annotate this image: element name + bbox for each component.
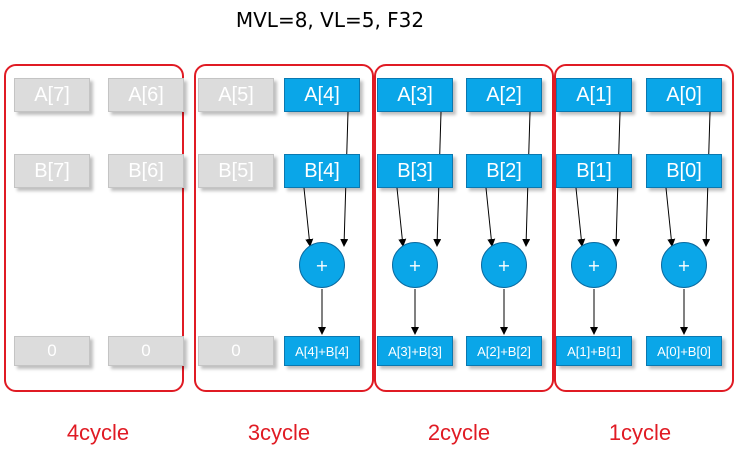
cycle-label: 4cycle <box>66 420 130 445</box>
a-element-cell: A[7] <box>14 78 90 112</box>
cycle-label: 3cycle <box>247 420 311 445</box>
diagram-title: MVL=8, VL=5, F32 <box>235 8 425 32</box>
cycle-label: 1cycle <box>608 420 672 445</box>
b-element-cell: B[6] <box>108 154 184 188</box>
result-cell: 0 <box>14 336 90 366</box>
adder-node: + <box>392 242 438 288</box>
a-element-cell: A[0] <box>646 78 722 112</box>
adder-node: + <box>299 242 345 288</box>
a-element-cell: A[3] <box>377 78 453 112</box>
result-cell: 0 <box>198 336 274 366</box>
result-cell: A[2]+B[2] <box>466 336 542 366</box>
b-element-cell: B[2] <box>466 154 542 188</box>
arrow-b-to-adder <box>303 187 314 247</box>
a-element-cell: A[4] <box>284 78 360 112</box>
adder-node: + <box>481 242 527 288</box>
arrow-b-to-adder <box>575 187 586 247</box>
adder-node: + <box>661 242 707 288</box>
b-element-cell: B[7] <box>14 154 90 188</box>
a-element-cell: A[5] <box>198 78 274 112</box>
a-element-cell: A[1] <box>556 78 632 112</box>
arrow-b-to-adder <box>485 187 496 247</box>
b-element-cell: B[3] <box>377 154 453 188</box>
cycle-group-box <box>4 64 184 392</box>
b-element-cell: B[4] <box>284 154 360 188</box>
b-element-cell: B[0] <box>646 154 722 188</box>
adder-node: + <box>571 242 617 288</box>
result-cell: A[0]+B[0] <box>646 336 722 366</box>
arrow-b-to-adder <box>665 187 676 247</box>
cycle-group-box <box>554 64 734 392</box>
cycle-group-box <box>374 64 554 392</box>
result-cell: A[1]+B[1] <box>556 336 632 366</box>
arrow-b-to-adder <box>396 187 407 247</box>
result-cell: 0 <box>108 336 184 366</box>
cycle-label: 2cycle <box>427 420 491 445</box>
cycle-group-box <box>194 64 374 392</box>
a-element-cell: A[6] <box>108 78 184 112</box>
a-element-cell: A[2] <box>466 78 542 112</box>
result-cell: A[4]+B[4] <box>284 336 360 366</box>
b-element-cell: B[5] <box>198 154 274 188</box>
result-cell: A[3]+B[3] <box>377 336 453 366</box>
b-element-cell: B[1] <box>556 154 632 188</box>
